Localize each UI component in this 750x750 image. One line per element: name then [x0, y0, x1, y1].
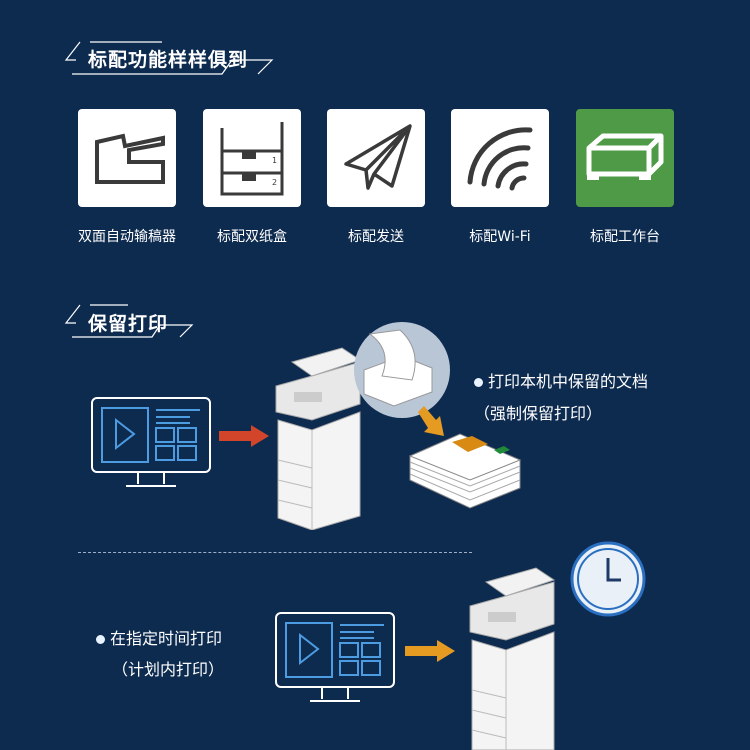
arrow-right-icon [219, 425, 269, 447]
svg-text:1: 1 [272, 156, 277, 165]
paper-cassette-icon: 1 2 [220, 122, 284, 196]
feature-tile-wifi [451, 109, 549, 207]
wifi-icon [467, 127, 533, 191]
scheduled-print-description: 在指定时间打印 [96, 625, 222, 649]
cabinet-icon [586, 133, 664, 180]
section-title-features: 标配功能样样俱到 [88, 49, 249, 71]
feature-label: 标配双纸盒 [217, 229, 287, 245]
bullet-icon [474, 378, 483, 387]
hold-print-description: 打印本机中保留的文档 [474, 368, 648, 392]
arrow-down-right-icon [418, 406, 444, 436]
feature-tile-send [327, 109, 425, 207]
feature-tile-workstand [576, 109, 674, 207]
section-title-hold-print: 保留打印 [88, 313, 169, 335]
document-feeder-icon [95, 133, 165, 184]
monitor-icon [275, 612, 395, 702]
printer-image [275, 347, 362, 530]
feature-tile-dual-cassette: 1 2 [203, 109, 301, 207]
paper-plane-icon [344, 124, 412, 190]
arrow-right-icon [405, 640, 455, 662]
document-stack-icon [408, 433, 522, 509]
printer-image [469, 567, 556, 750]
feature-label: 标配工作台 [590, 229, 660, 245]
clock-icon [570, 541, 646, 617]
divider [78, 552, 472, 553]
feature-label: 标配发送 [348, 229, 404, 245]
scheduled-print-subtitle: （计划内打印） [112, 660, 225, 679]
svg-text:2: 2 [272, 178, 277, 187]
feature-label: 标配Wi-Fi [469, 229, 531, 245]
bullet-icon [96, 635, 105, 644]
hold-print-subtitle: （强制保留打印） [474, 404, 603, 423]
section-title-frame [64, 41, 274, 75]
section-title-frame [64, 304, 194, 338]
held-document-zoom-icon [354, 322, 450, 418]
monitor-icon [91, 397, 211, 487]
feature-tile-duplex-feeder [78, 109, 176, 207]
feature-label: 双面自动输稿器 [78, 229, 176, 245]
